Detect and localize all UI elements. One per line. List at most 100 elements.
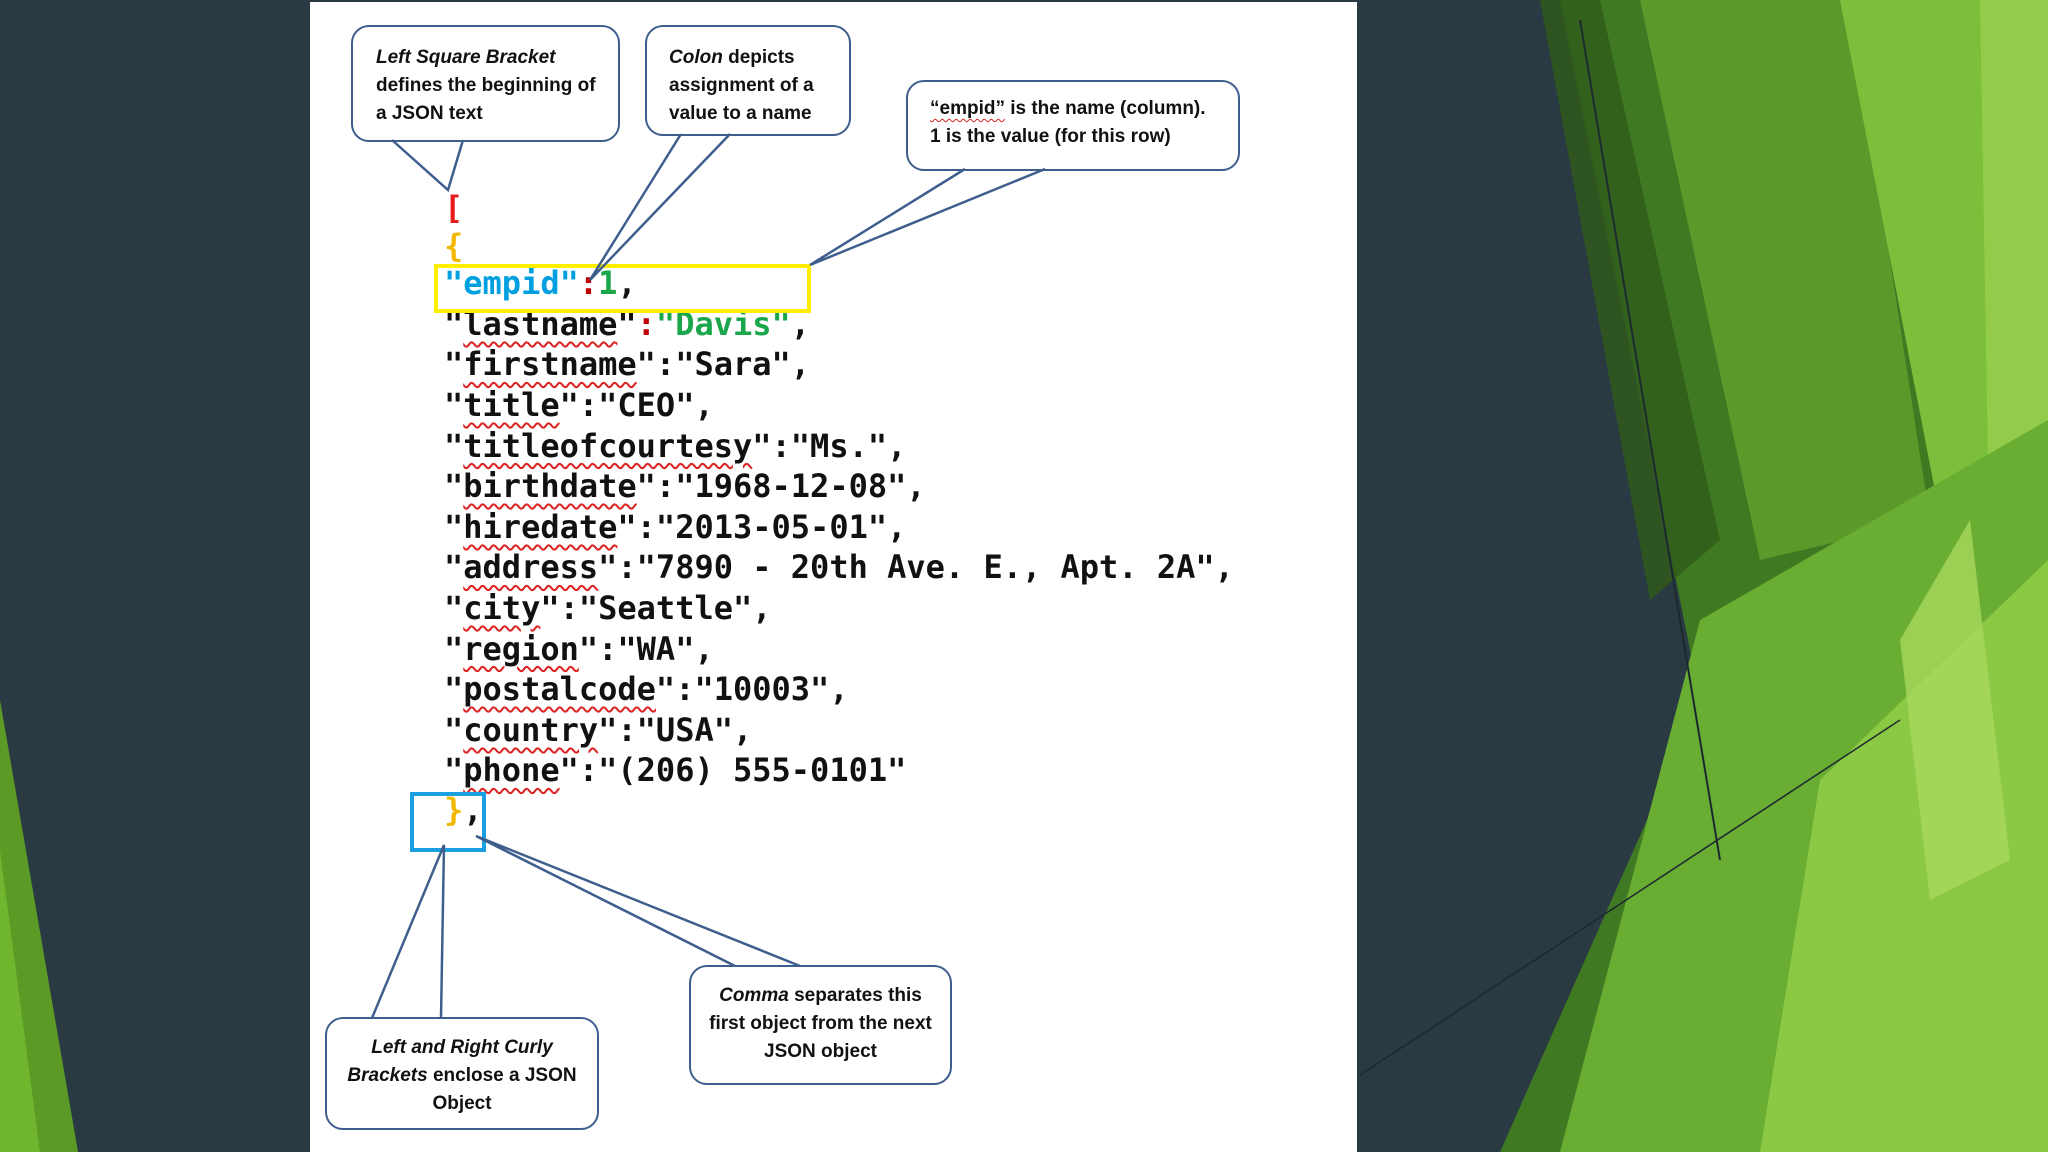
json-quote: " bbox=[1195, 548, 1215, 587]
json-row: "lastname":"Davis", bbox=[444, 304, 810, 344]
json-comma: , bbox=[790, 304, 811, 343]
json-quote: " bbox=[636, 345, 656, 384]
json-quote: " bbox=[887, 467, 907, 506]
callout-name: “empid” bbox=[930, 98, 1005, 119]
json-quote: " bbox=[790, 426, 811, 465]
json-comma: , bbox=[694, 386, 714, 424]
json-key: title bbox=[463, 386, 560, 424]
json-quote: " bbox=[444, 264, 464, 303]
json-key: birthdate bbox=[463, 467, 637, 506]
json-quote: " bbox=[675, 467, 695, 506]
json-quote: " bbox=[444, 507, 464, 546]
json-quote: " bbox=[655, 507, 676, 546]
json-quote: " bbox=[559, 751, 579, 790]
callout-title: Comma bbox=[719, 985, 789, 1006]
json-row: "region":"WA", bbox=[444, 629, 714, 669]
json-colon: : bbox=[655, 467, 676, 506]
json-quote: " bbox=[559, 386, 579, 424]
json-quote: " bbox=[444, 386, 464, 424]
json-row: "address":"7890 - 20th Ave. E., Apt. 2A"… bbox=[444, 547, 1234, 587]
json-quote: " bbox=[444, 670, 464, 709]
json-value: CEO bbox=[617, 386, 676, 424]
json-quote: " bbox=[867, 507, 888, 546]
json-quote: " bbox=[444, 629, 464, 668]
json-quote: " bbox=[598, 710, 618, 749]
callout-colon: Colon depicts assignment of a value to a… bbox=[645, 25, 851, 136]
json-quote: " bbox=[559, 264, 579, 303]
json-row: "postalcode":"10003", bbox=[444, 669, 849, 709]
json-quote: " bbox=[578, 589, 599, 627]
json-quote: " bbox=[675, 386, 695, 424]
json-quote: " bbox=[675, 345, 695, 384]
json-row: "firstname":"Sara", bbox=[444, 344, 810, 384]
json-colon: : bbox=[675, 670, 695, 709]
json-row: "birthdate":"1968-12-08", bbox=[444, 466, 926, 506]
json-comma: , bbox=[732, 710, 753, 749]
json-row: "title":"CEO", bbox=[444, 385, 714, 425]
json-key: postalcode bbox=[463, 670, 656, 709]
json-row: "country":"USA", bbox=[444, 710, 752, 750]
json-key: region bbox=[463, 629, 579, 668]
close-brace: } bbox=[444, 791, 464, 829]
callout-left-square-bracket: Left Square Bracket defines the beginnin… bbox=[351, 25, 620, 142]
callout-curly-brackets: Left and Right Curly Brackets enclose a … bbox=[325, 1017, 599, 1130]
callout-text: is the name (column). bbox=[1004, 98, 1206, 119]
json-colon: : bbox=[598, 629, 618, 668]
json-colon: : bbox=[578, 264, 599, 303]
json-colon: : bbox=[559, 589, 579, 627]
callout-text: 1 is the value (for this row) bbox=[930, 126, 1171, 147]
json-quote: " bbox=[444, 304, 464, 343]
json-value: Davis bbox=[675, 304, 772, 343]
json-quote: " bbox=[810, 670, 830, 709]
json-key: titleofcourtesy bbox=[463, 426, 753, 465]
json-comma: , bbox=[617, 264, 637, 303]
json-value: Seattle bbox=[598, 589, 733, 627]
json-value: 2013-05-01 bbox=[675, 507, 868, 546]
json-colon: : bbox=[636, 304, 656, 343]
json-row: "city":"Seattle", bbox=[444, 588, 772, 628]
open-brace-line: { bbox=[444, 226, 463, 266]
json-quote: " bbox=[540, 589, 560, 627]
json-quote: " bbox=[771, 304, 791, 343]
json-key: hiredate bbox=[463, 507, 618, 546]
json-quote: " bbox=[598, 548, 618, 587]
json-quote: " bbox=[655, 670, 676, 709]
json-row: "empid":1, bbox=[444, 263, 637, 303]
json-value: 1 bbox=[598, 264, 618, 303]
callout-title: Left and Right Curly Brackets bbox=[347, 1037, 553, 1086]
json-key: phone bbox=[463, 751, 560, 790]
json-comma: , bbox=[752, 589, 772, 627]
callout-body: separates this first object from the nex… bbox=[709, 985, 932, 1062]
json-quote: " bbox=[675, 629, 695, 668]
json-quote: " bbox=[636, 548, 656, 587]
json-colon: : bbox=[578, 751, 599, 790]
json-colon: : bbox=[578, 386, 599, 424]
json-comma: , bbox=[1214, 548, 1234, 587]
json-quote: " bbox=[617, 304, 637, 343]
json-quote: " bbox=[887, 751, 907, 790]
callout-title: Colon bbox=[669, 47, 723, 68]
json-value: 1968-12-08 bbox=[694, 467, 888, 506]
callout-body: defines the beginning of a JSON text bbox=[376, 75, 596, 124]
json-quote: " bbox=[598, 751, 618, 790]
json-quote: " bbox=[617, 629, 637, 668]
json-quote: " bbox=[444, 345, 464, 384]
json-row: "hiredate":"2013-05-01", bbox=[444, 507, 906, 547]
json-key: empid bbox=[463, 264, 560, 303]
json-value: Ms. bbox=[810, 426, 868, 465]
json-value: (206) 555-0101 bbox=[617, 751, 888, 790]
callout-body: enclose a JSON Object bbox=[432, 1065, 577, 1114]
json-colon: : bbox=[771, 426, 791, 465]
json-quote: " bbox=[444, 548, 464, 587]
json-quote: " bbox=[636, 710, 656, 749]
json-value: WA bbox=[636, 629, 676, 668]
json-comma: , bbox=[790, 345, 811, 384]
json-quote: " bbox=[444, 467, 464, 506]
json-value: 7890 - 20th Ave. E., Apt. 2A bbox=[655, 548, 1196, 587]
json-quote: " bbox=[694, 670, 714, 709]
json-comma: , bbox=[906, 467, 926, 506]
json-key: city bbox=[463, 589, 541, 627]
json-quote: " bbox=[867, 426, 888, 465]
json-colon: : bbox=[617, 710, 637, 749]
json-comma: , bbox=[694, 629, 714, 668]
